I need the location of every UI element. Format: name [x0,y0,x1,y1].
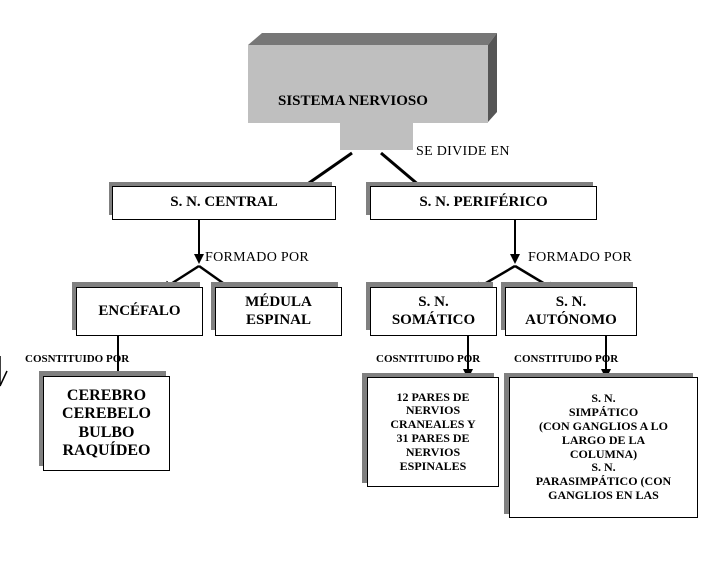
label-constituido-somatico: COSNTITUIDO POR [376,353,481,365]
autonomo-parts-box: S. N. SIMPÁTICO (CON GANGLIOS A LO LARGO… [509,377,698,518]
encefalo-box: ENCÉFALO [76,287,203,336]
label-formado-por-right: FORMADO POR [528,250,633,265]
medula-box: MÉDULA ESPINAL [215,287,342,336]
label-constituido-autonomo: CONSTITUIDO POR [514,353,619,365]
somatico-parts-box: 12 PARES DE NERVIOS CRANEALES Y 31 PARES… [367,377,499,487]
label-constituido-encefalo: COSNTITUIDO POR [25,353,130,365]
central-box: S. N. CENTRAL [112,186,336,220]
root-block [248,33,497,150]
partial-down-arrow-icon [0,356,8,387]
root-label: SISTEMA NERVIOSO [278,93,428,109]
autonomo-box: S. N. AUTÓNOMO [505,287,637,336]
label-se-divide-en: SE DIVIDE EN [416,144,510,159]
somatico-box: S. N. SOMÁTICO [370,287,497,336]
periferico-box: S. N. PERIFÉRICO [370,186,597,220]
label-formado-por-left: FORMADO POR [205,250,310,265]
encefalo-parts-box: CEREBRO CEREBELO BULBO RAQUÍDEO [43,376,170,471]
